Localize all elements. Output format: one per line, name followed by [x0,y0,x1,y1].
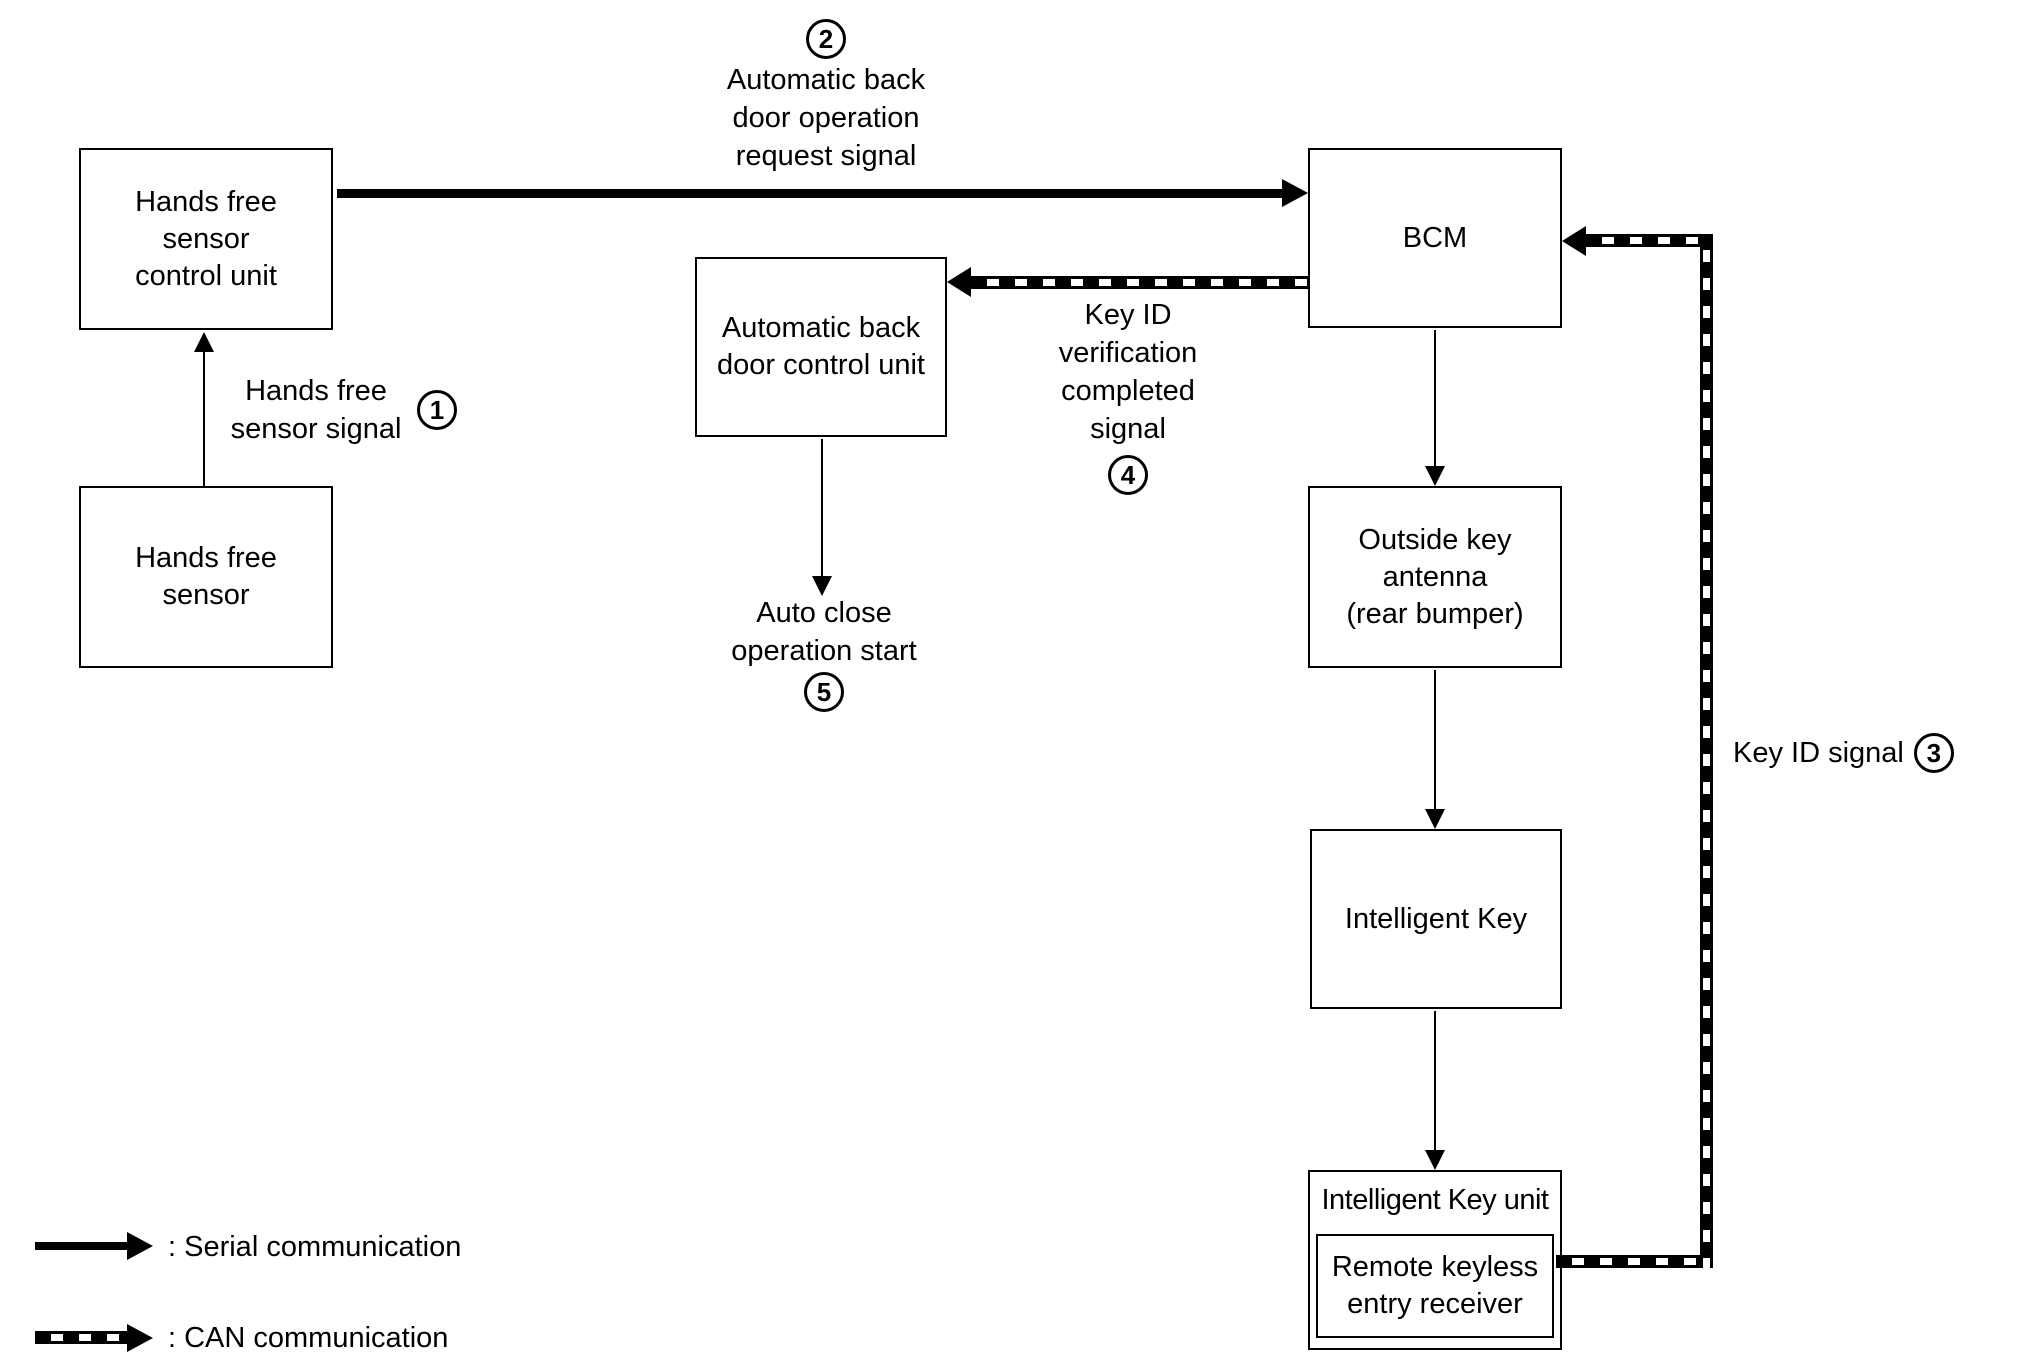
arrow-line-auto-close [821,439,823,576]
box-intelligent-key-unit-label: Intelligent Key unit [1321,1184,1549,1216]
box-hands-free-sensor-label: Hands free sensor [135,542,277,611]
arrowhead-sensor-signal-up [194,332,214,352]
box-outside-key-antenna-label: Outside key antenna (rear bumper) [1346,523,1524,630]
signal-2-label: Automatic back door operation request si… [726,64,926,172]
signal-5-number: 5 [804,672,844,712]
box-hands-free-sensor-control-unit: Hands free sensor control unit [79,148,333,330]
can-arrowhead-verification-signal [947,267,971,297]
signal-4-digit: 4 [1120,459,1136,490]
arrow-line-antenna-to-key [1434,670,1436,809]
arrow-line-bcm-to-antenna [1434,330,1436,466]
serial-arrowhead-request-signal [1282,179,1308,207]
box-intelligent-key-label: Intelligent Key [1344,902,1528,935]
arrowhead-bcm-to-antenna [1425,466,1445,486]
box-bcm: BCM [1308,148,1562,328]
legend-serial-label: : Serial communication [168,1231,462,1263]
box-intelligent-key: Intelligent Key [1310,829,1562,1009]
signal-3-label: Key ID signal [1733,736,1904,769]
box-automatic-back-door-control-unit: Automatic back door control unit [695,257,947,437]
can-line-key-id-vertical [1700,234,1713,1268]
box-remote-keyless-entry-receiver: Remote keyless entry receiver [1316,1234,1554,1338]
box-intelligent-key-unit: Intelligent Key unit Remote keyless entr… [1308,1170,1562,1350]
can-line-key-id-top [1586,234,1713,247]
signal-3-number: 3 [1913,733,1954,773]
can-arrowhead-key-id [1562,226,1586,256]
signal-5-digit: 5 [816,676,832,707]
box-hands-free-sensor: Hands free sensor [79,486,333,668]
arrow-line-key-to-key-unit [1434,1011,1436,1150]
box-hands-free-sensor-control-unit-label: Hands free sensor control unit [135,185,277,292]
signal-4-number: 4 [1108,455,1148,495]
can-line-key-id-bottom [1556,1255,1700,1268]
signal-3-row: Key ID signal 3 [1733,733,1954,773]
arrowhead-key-to-key-unit [1425,1150,1445,1170]
signal-1-number: 1 [417,390,457,430]
signal-3-digit: 3 [1926,737,1942,768]
signal-1-label: Hands free sensor signal [230,375,402,445]
serial-arrow-request-signal-shaft [337,189,1282,198]
box-outside-key-antenna: Outside key antenna (rear bumper) [1308,486,1562,668]
legend-can-label: : CAN communication [168,1322,449,1354]
box-automatic-back-door-control-unit-label: Automatic back door control unit [717,312,925,381]
arrowhead-auto-close [812,576,832,596]
can-line-verification-signal [971,276,1308,289]
signal-2-digit: 2 [818,23,834,54]
signal-4-label: Key ID verification completed signal [1058,299,1198,445]
box-remote-keyless-entry-receiver-label: Remote keyless entry receiver [1331,1251,1539,1320]
signal-5-label: Auto close operation start [731,597,917,667]
signal-2-number: 2 [806,19,846,59]
legend-can-arrow-shaft [35,1331,127,1344]
legend-can-arrowhead [127,1324,153,1352]
box-bcm-label: BCM [1402,221,1468,254]
arrowhead-antenna-to-key [1425,809,1445,829]
signal-1-digit: 1 [429,394,445,425]
arrow-line-sensor-signal [203,350,205,486]
legend-serial-arrow-shaft [35,1242,127,1250]
legend-serial-arrowhead [127,1232,153,1260]
